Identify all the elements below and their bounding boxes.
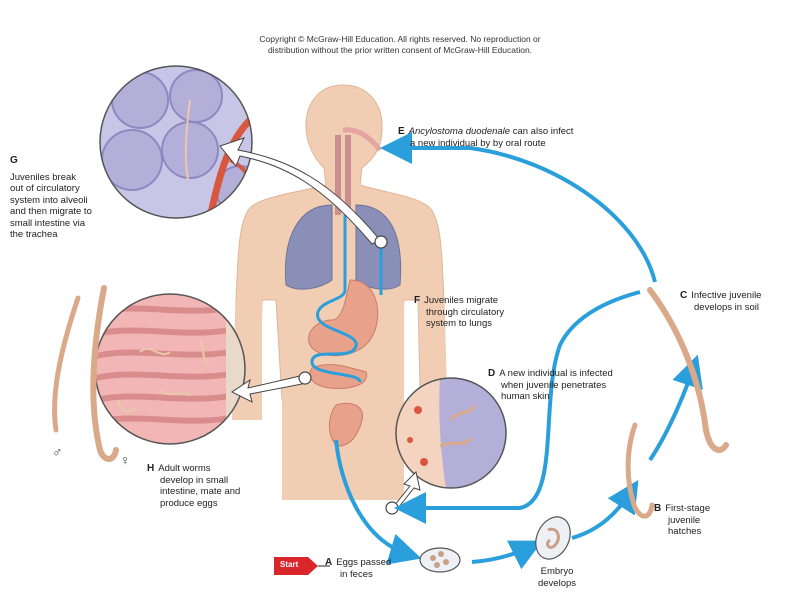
eggs [419,547,461,573]
copyright-notice: Copyright © McGraw-Hill Education. All r… [259,34,541,55]
male-symbol: ♂ [52,444,63,460]
inset-d-skin [395,377,507,489]
migration-path-inside [310,215,383,383]
start-badge: Start [274,557,318,575]
node-intestine [298,371,312,385]
embryo-egg [535,516,571,560]
callout-arrow-g [219,137,381,245]
node-lung [374,235,388,249]
inset-h-intestine [94,293,246,445]
label-embryo: Embryo develops [537,566,577,589]
adult-worms [52,285,119,462]
node-skin [385,501,399,515]
label-g: G Juveniles break out of circulatory sys… [10,155,92,240]
callout-arrow-h [231,375,303,403]
lifecycle-arrows [334,132,703,570]
first-stage-juvenile [625,422,655,519]
infective-juvenile [647,287,729,453]
female-symbol: ♀ [120,452,131,468]
